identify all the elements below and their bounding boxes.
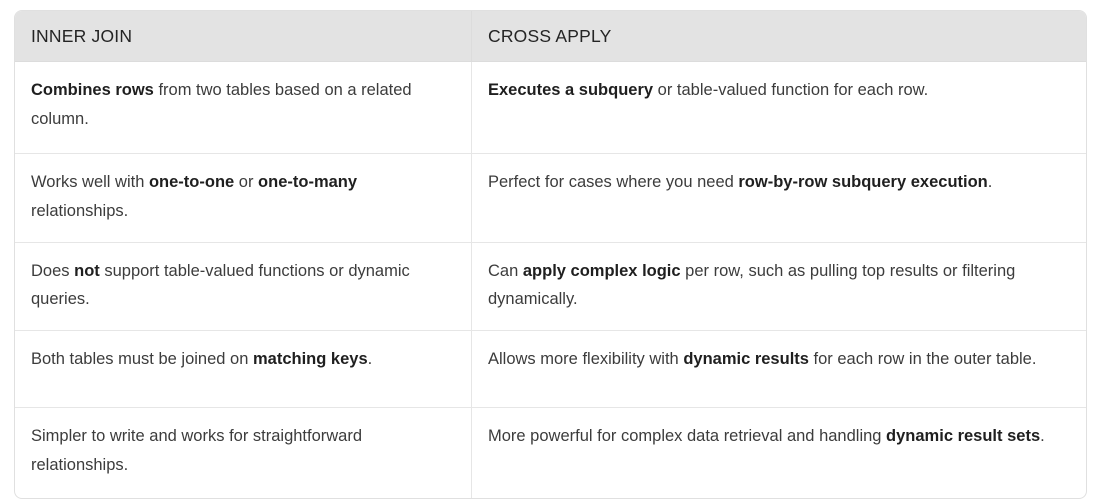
- table-body: Combines rows from two tables based on a…: [15, 61, 1086, 499]
- table-header-row: INNER JOIN CROSS APPLY: [15, 11, 1086, 62]
- cell-text: Allows more flexibility with dynamic res…: [488, 350, 1037, 369]
- table-row: Combines rows from two tables based on a…: [15, 61, 1086, 153]
- cell-text: Can apply complex logic per row, such as…: [488, 261, 1016, 309]
- cell-text: Combines rows from two tables based on a…: [31, 80, 412, 128]
- comparison-table: INNER JOIN CROSS APPLY Combines rows fro…: [14, 10, 1087, 499]
- table-row: Works well with one-to-one or one-to-man…: [15, 152, 1086, 242]
- cell-inner-join: Both tables must be joined on matching k…: [15, 330, 472, 408]
- cell-text: Executes a subquery or table-valued func…: [488, 80, 929, 99]
- table-row: Simpler to write and works for straightf…: [15, 407, 1086, 499]
- cell-inner-join: Simpler to write and works for straightf…: [15, 407, 472, 499]
- cell-inner-join: Combines rows from two tables based on a…: [15, 61, 472, 153]
- cell-inner-join: Does not support table-valued functions …: [15, 241, 472, 331]
- cell-text: Both tables must be joined on matching k…: [31, 350, 373, 369]
- cell-cross-apply: Perfect for cases where you need row-by-…: [472, 152, 1086, 242]
- cell-cross-apply: Can apply complex logic per row, such as…: [472, 241, 1086, 331]
- cell-text: Perfect for cases where you need row-by-…: [488, 172, 993, 191]
- cell-cross-apply: Allows more flexibility with dynamic res…: [472, 330, 1086, 407]
- column-header-inner-join: INNER JOIN: [15, 11, 472, 62]
- table-header: INNER JOIN CROSS APPLY: [15, 11, 1086, 62]
- cell-text: Simpler to write and works for straightf…: [31, 427, 363, 475]
- cell-text: More powerful for complex data retrieval…: [488, 427, 1045, 446]
- column-header-cross-apply: CROSS APPLY: [472, 11, 1086, 62]
- table-row: Does not support table-valued functions …: [15, 241, 1086, 331]
- comparison-table-container: INNER JOIN CROSS APPLY Combines rows fro…: [14, 10, 1087, 499]
- cell-cross-apply: Executes a subquery or table-valued func…: [472, 62, 1086, 153]
- cell-text: Does not support table-valued functions …: [31, 261, 410, 309]
- cell-text: Works well with one-to-one or one-to-man…: [31, 172, 358, 220]
- cell-cross-apply: More powerful for complex data retrieval…: [472, 407, 1086, 498]
- cell-inner-join: Works well with one-to-one or one-to-man…: [15, 152, 472, 242]
- table-row: Both tables must be joined on matching k…: [15, 330, 1086, 408]
